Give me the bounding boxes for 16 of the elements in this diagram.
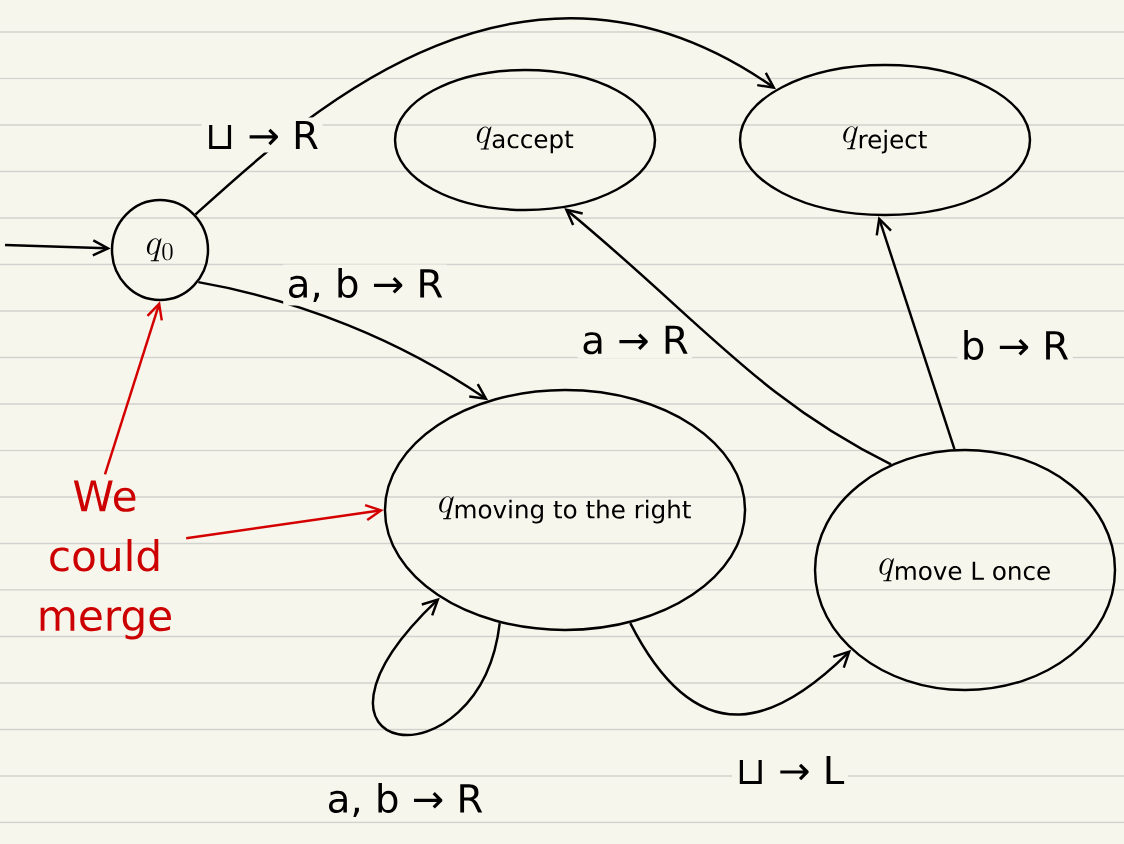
edge-label: ⊔ → L <box>732 752 848 788</box>
edge-label: b → R <box>957 326 1073 364</box>
arrow <box>194 17 777 216</box>
arrow <box>629 622 852 716</box>
arrow <box>4 239 111 257</box>
edge-label: a, b → R <box>323 779 487 821</box>
arrow <box>564 207 892 466</box>
edge-label: ⊔ → R <box>201 117 323 153</box>
arrow <box>186 503 384 540</box>
edge-label: a, b → R <box>283 264 447 306</box>
arrow <box>875 216 956 450</box>
note-text: We could merge <box>40 480 171 640</box>
arrow <box>103 301 163 475</box>
arrow <box>198 280 489 401</box>
edge-label: a → R <box>577 322 693 358</box>
arrow <box>372 597 501 736</box>
